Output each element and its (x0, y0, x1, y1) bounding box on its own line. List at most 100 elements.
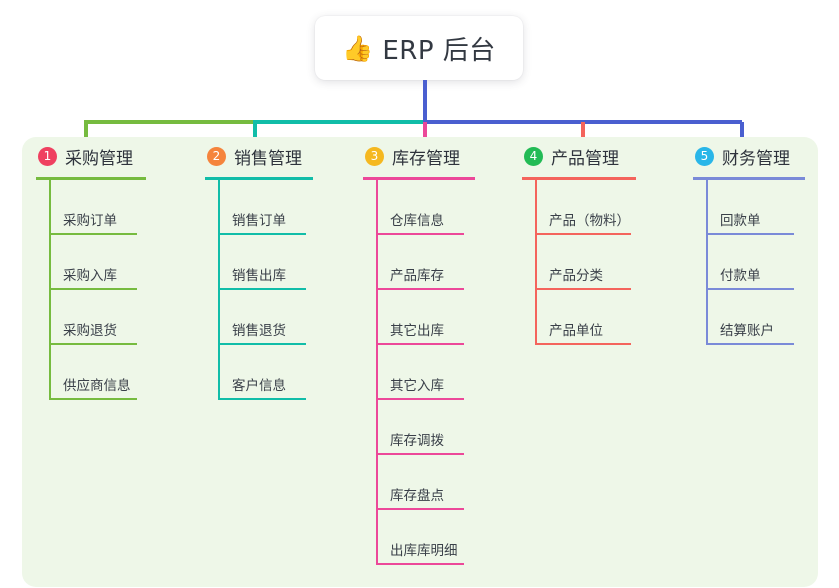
leaf-item[interactable]: 销售订单 (218, 180, 365, 235)
leaf-item-label: 付款单 (720, 268, 761, 284)
leaf-item-label: 销售订单 (232, 213, 286, 229)
branch-column-2: 2 销售管理 销售订单销售出库销售退货客户信息 (205, 141, 365, 400)
leaf-item[interactable]: 供应商信息 (49, 345, 196, 400)
leaf-item-label: 产品库存 (390, 268, 444, 284)
leaf-list-3: 仓库信息产品库存其它出库其它入库库存调拨库存盘点出库库明细 (363, 180, 523, 565)
leaf-item-label: 采购入库 (63, 268, 117, 284)
leaf-item[interactable]: 采购退货 (49, 290, 196, 345)
leaf-item[interactable]: 回款单 (706, 180, 839, 235)
leaf-list-1: 采购订单采购入库采购退货供应商信息 (36, 180, 196, 400)
leaf-spine-5 (706, 180, 708, 345)
leaf-item-label: 出库库明细 (390, 543, 458, 559)
leaf-list-5: 回款单付款单结算账户 (693, 180, 839, 345)
leaf-item-underline (218, 288, 306, 290)
branch-title-4: 产品管理 (551, 148, 619, 169)
leaf-item-label: 库存盘点 (390, 488, 444, 504)
branch-underline-5 (693, 177, 805, 180)
leaf-item-label: 结算账户 (720, 323, 774, 339)
leaf-list-2: 销售订单销售出库销售退货客户信息 (205, 180, 365, 400)
leaf-item[interactable]: 库存盘点 (376, 455, 523, 510)
bus-connector-segment-teal (253, 120, 425, 124)
leaf-item[interactable]: 产品（物料） (535, 180, 682, 235)
leaf-item[interactable]: 产品分类 (535, 235, 682, 290)
leaf-item-label: 采购退货 (63, 323, 117, 339)
leaf-item-label: 销售出库 (232, 268, 286, 284)
leaf-item-underline (49, 288, 137, 290)
leaf-item-underline (706, 233, 794, 235)
leaf-item-label: 产品（物料） (549, 213, 630, 229)
leaf-item[interactable]: 销售退货 (218, 290, 365, 345)
branch-title-3: 库存管理 (392, 148, 460, 169)
leaf-item[interactable]: 其它入库 (376, 345, 523, 400)
leaf-item-label: 客户信息 (232, 378, 286, 394)
branch-header-1[interactable]: 1 采购管理 (36, 141, 196, 171)
leaf-item-underline (376, 453, 464, 455)
leaf-item-label: 产品单位 (549, 323, 603, 339)
leaf-item[interactable]: 采购入库 (49, 235, 196, 290)
leaf-item-underline (706, 288, 794, 290)
leaf-item[interactable]: 采购订单 (49, 180, 196, 235)
leaf-item[interactable]: 其它出库 (376, 290, 523, 345)
root-node-card[interactable]: 👍 ERP 后台 (315, 16, 523, 80)
leaf-item-underline (218, 343, 306, 345)
leaf-spine-2 (218, 180, 220, 400)
leaf-spine-1 (49, 180, 51, 400)
leaf-item-underline (49, 233, 137, 235)
leaf-item-label: 产品分类 (549, 268, 603, 284)
branch-underline-4 (522, 177, 636, 180)
leaf-item-underline (376, 343, 464, 345)
branch-badge-5: 5 (695, 146, 714, 166)
branches-panel (22, 137, 818, 587)
leaf-item-underline (218, 233, 306, 235)
leaf-spine-4 (535, 180, 537, 345)
leaf-item-underline (218, 398, 306, 400)
branch-column-4: 4 产品管理 产品（物料） 产品分类产品单位 (522, 141, 682, 345)
root-node-title: ERP 后台 (382, 35, 496, 66)
branch-stub-3 (423, 122, 427, 144)
branch-badge-2: 2 (207, 146, 226, 166)
branch-title-1: 采购管理 (65, 148, 133, 169)
branch-stub-1 (84, 122, 88, 144)
branch-underline-3 (363, 177, 475, 180)
branch-title-2: 销售管理 (234, 148, 302, 169)
leaf-item-underline (376, 288, 464, 290)
leaf-item[interactable]: 客户信息 (218, 345, 365, 400)
leaf-item[interactable]: 销售出库 (218, 235, 365, 290)
leaf-item[interactable]: 付款单 (706, 235, 839, 290)
leaf-item-underline (706, 343, 794, 345)
branch-header-3[interactable]: 3 库存管理 (363, 141, 523, 171)
leaf-item[interactable]: 出库库明细 (376, 510, 523, 565)
leaf-item[interactable]: 仓库信息 (376, 180, 523, 235)
leaf-item-label: 供应商信息 (63, 378, 131, 394)
leaf-item-label: 销售退货 (232, 323, 286, 339)
branch-header-5[interactable]: 5 财务管理 (693, 141, 839, 171)
leaf-item-label: 库存调拨 (390, 433, 444, 449)
leaf-item[interactable]: 库存调拨 (376, 400, 523, 455)
leaf-item-label: 其它出库 (390, 323, 444, 339)
branch-badge-4: 4 (524, 146, 543, 166)
leaf-item-underline (535, 233, 631, 235)
leaf-item-label: 其它入库 (390, 378, 444, 394)
leaf-item[interactable]: 产品单位 (535, 290, 682, 345)
branch-title-5: 财务管理 (722, 148, 790, 169)
leaf-item-underline (376, 508, 464, 510)
branch-header-2[interactable]: 2 销售管理 (205, 141, 365, 171)
leaf-spine-3 (376, 180, 378, 565)
branch-stub-2 (253, 122, 257, 144)
branch-underline-2 (205, 177, 313, 180)
leaf-item-underline (49, 343, 137, 345)
branch-stub-4 (581, 122, 585, 144)
leaf-item-underline (376, 233, 464, 235)
branch-underline-1 (36, 177, 146, 180)
leaf-item-label: 仓库信息 (390, 213, 444, 229)
leaf-item[interactable]: 产品库存 (376, 235, 523, 290)
branch-badge-3: 3 (365, 146, 384, 166)
branch-column-3: 3 库存管理 仓库信息产品库存其它出库其它入库库存调拨库存盘点出库库明细 (363, 141, 523, 565)
leaf-item-underline (376, 563, 464, 565)
leaf-item[interactable]: 结算账户 (706, 290, 839, 345)
branch-header-4[interactable]: 4 产品管理 (522, 141, 682, 171)
bus-connector-segment-green (84, 120, 255, 124)
trunk-connector (423, 80, 427, 122)
leaf-list-4: 产品（物料） 产品分类产品单位 (522, 180, 682, 345)
